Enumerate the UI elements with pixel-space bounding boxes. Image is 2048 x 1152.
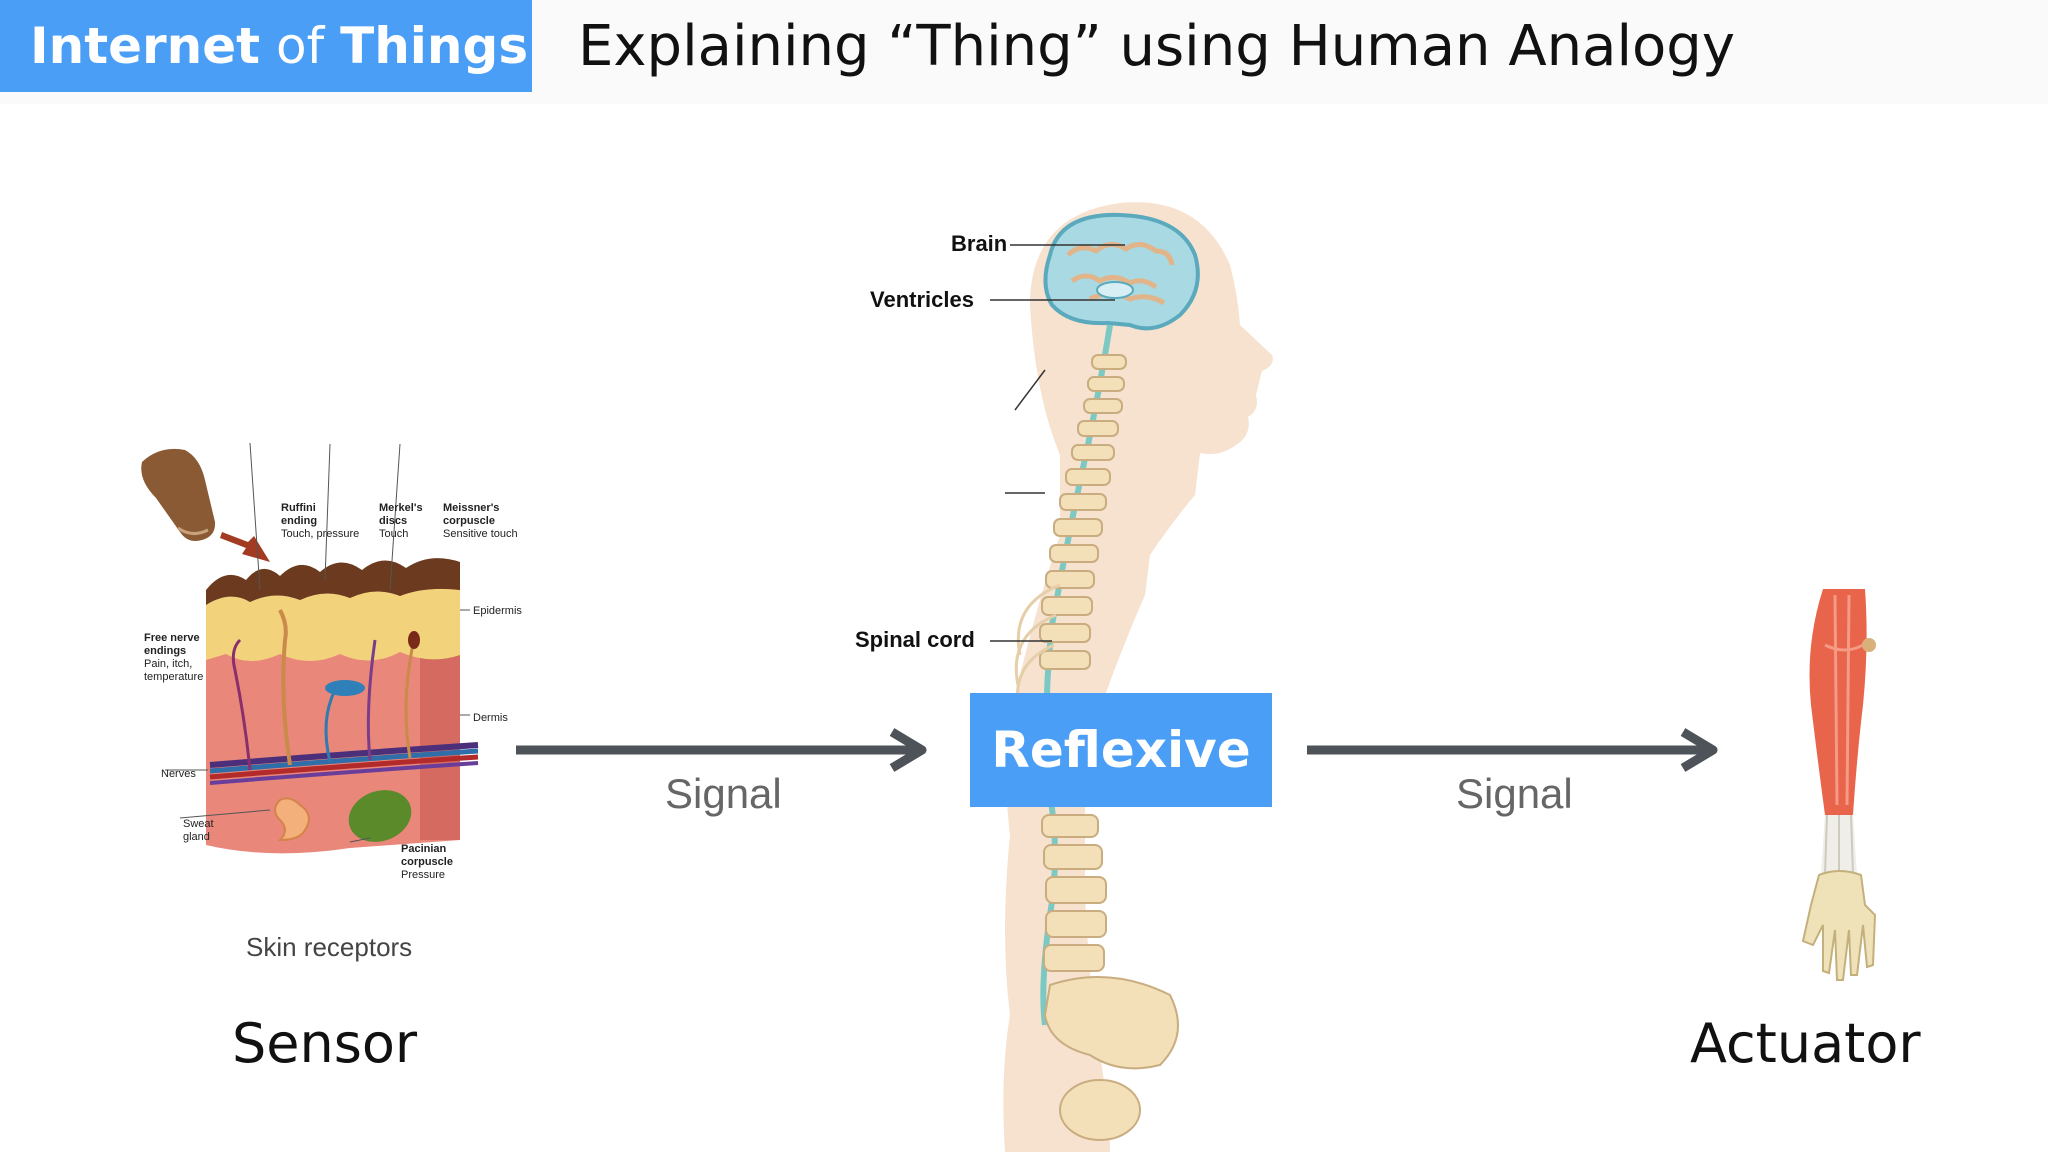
nerves-label: Nerves <box>161 768 196 780</box>
free-nerve-title-2: endings <box>144 645 187 657</box>
signal-arrow-left <box>516 728 927 772</box>
brand-word-internet: Internet <box>30 17 261 75</box>
skin-receptors-caption: Skin receptors <box>246 932 413 962</box>
brand-word-things: Things <box>340 17 529 75</box>
meissner-title: Meissner's <box>443 502 500 514</box>
pacinian-desc: Pressure <box>401 869 446 881</box>
spinal-cord-label: Spinal cord <box>855 627 975 652</box>
free-nerve-desc-1: Pain, itch, <box>144 658 193 670</box>
merkel-title-2: discs <box>379 515 408 527</box>
meissner-desc: Sensitive touch <box>443 528 518 540</box>
merkel-title: Merkel's <box>379 502 423 514</box>
signal-arrow-right <box>1307 728 1718 772</box>
pacinian-title-2: corpuscle <box>401 856 453 868</box>
dermis-label: Dermis <box>473 712 508 724</box>
pacinian-title: Pacinian <box>401 843 447 855</box>
ruffini-title: Ruffini <box>281 502 316 514</box>
merkel-desc: Touch <box>379 528 409 540</box>
brand-word-of: of <box>275 17 325 75</box>
ventricles-label: Ventricles <box>870 287 974 312</box>
page-title: Explaining “Thing” using Human Analogy <box>578 14 1735 79</box>
free-nerve-desc-2: temperature <box>144 671 204 683</box>
epidermis-label: Epidermis <box>473 605 522 617</box>
brain-label: Brain <box>951 231 1008 256</box>
reflexive-box: Reflexive <box>970 693 1272 807</box>
human-body-illustration <box>990 202 1273 1152</box>
ruffini-desc: Touch, pressure <box>281 528 360 540</box>
ruffini-title-2: ending <box>281 515 318 527</box>
sweat-gland-line-1: Sweat <box>183 818 214 830</box>
actuator-label: Actuator <box>1690 1012 1921 1075</box>
sensor-label: Sensor <box>232 1012 418 1075</box>
forearm-muscles-illustration <box>1801 589 1877 981</box>
free-nerve-title: Free nerve <box>144 632 200 644</box>
signal-label-right: Signal <box>1456 770 1573 817</box>
sweat-gland-line-2: gland <box>183 831 210 843</box>
brand-label: Internet of Things <box>0 0 532 92</box>
meissner-title-2: corpuscle <box>443 515 495 527</box>
skin-receptors-illustration <box>141 442 479 854</box>
signal-label-left: Signal <box>665 770 782 817</box>
